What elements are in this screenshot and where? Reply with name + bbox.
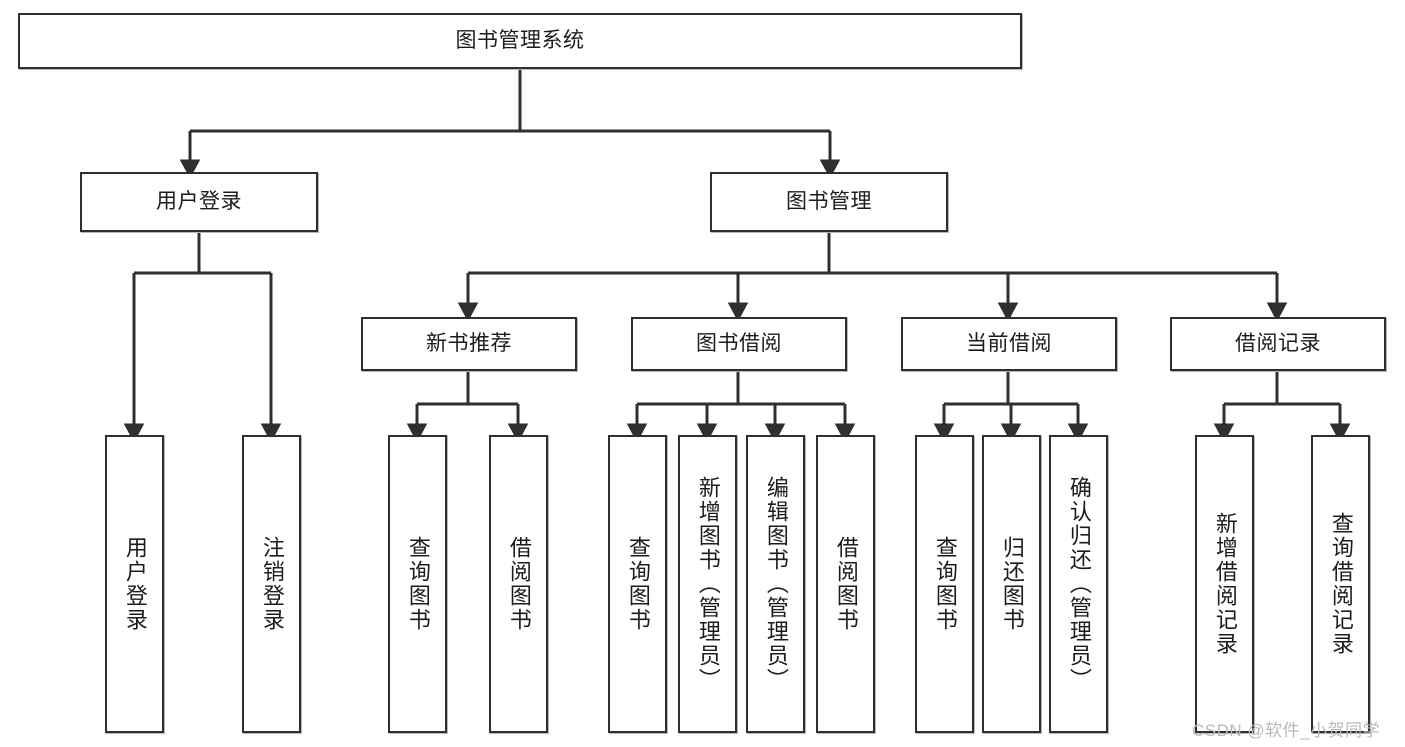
leaf-book-borrow-edit-book-admin[interactable]: 编辑图书（管理员） — [746, 435, 805, 733]
node-label: 确认归还（管理员） — [1066, 476, 1092, 692]
node-book-borrow[interactable]: 图书借阅 — [631, 317, 847, 371]
node-label: 借阅记录 — [1235, 331, 1321, 355]
leaf-current-borrow-return-book[interactable]: 归还图书 — [982, 435, 1041, 733]
node-label: 新增借阅记录 — [1212, 512, 1238, 656]
leaf-new-book-borrow-book[interactable]: 借阅图书 — [489, 435, 548, 733]
node-label: 归还图书 — [999, 536, 1025, 632]
leaf-current-borrow-query-book[interactable]: 查询图书 — [915, 435, 974, 733]
leaf-current-borrow-confirm-return-admin[interactable]: 确认归还（管理员） — [1049, 435, 1108, 733]
node-label: 借阅图书 — [833, 536, 859, 632]
node-label: 查询图书 — [932, 536, 958, 632]
node-label: 注销登录 — [259, 536, 285, 632]
node-root-book-management-system[interactable]: 图书管理系统 — [18, 13, 1022, 69]
node-label: 新增图书（管理员） — [695, 476, 721, 692]
node-label: 编辑图书（管理员） — [763, 476, 789, 692]
node-current-borrow[interactable]: 当前借阅 — [901, 317, 1117, 371]
leaf-borrow-record-add-record[interactable]: 新增借阅记录 — [1195, 435, 1254, 733]
leaf-book-borrow-query-book[interactable]: 查询图书 — [608, 435, 667, 733]
node-label: 图书管理系统 — [455, 28, 585, 52]
node-label: 图书管理 — [786, 189, 872, 213]
leaf-borrow-record-query-record[interactable]: 查询借阅记录 — [1311, 435, 1370, 733]
leaf-user-login-logout[interactable]: 注销登录 — [242, 435, 301, 733]
node-label: 借阅图书 — [506, 536, 532, 632]
node-new-book-recommend[interactable]: 新书推荐 — [361, 317, 577, 371]
node-label: 查询图书 — [625, 536, 651, 632]
node-label: 查询图书 — [405, 536, 431, 632]
node-borrow-record[interactable]: 借阅记录 — [1170, 317, 1386, 371]
node-label: 用户登录 — [156, 189, 242, 213]
leaf-book-borrow-add-book-admin[interactable]: 新增图书（管理员） — [678, 435, 737, 733]
node-user-login[interactable]: 用户登录 — [80, 172, 318, 232]
node-label: 图书借阅 — [696, 331, 782, 355]
node-label: 当前借阅 — [966, 331, 1052, 355]
leaf-new-book-query-book[interactable]: 查询图书 — [388, 435, 447, 733]
node-label: 用户登录 — [122, 536, 148, 632]
node-label: 新书推荐 — [426, 331, 512, 355]
leaf-user-login-login[interactable]: 用户登录 — [105, 435, 164, 733]
node-label: 查询借阅记录 — [1328, 512, 1354, 656]
node-book-management[interactable]: 图书管理 — [710, 172, 948, 232]
csdn-watermark: CSDN @软件_小贺同学 — [1192, 721, 1381, 740]
leaf-book-borrow-borrow-book[interactable]: 借阅图书 — [816, 435, 875, 733]
